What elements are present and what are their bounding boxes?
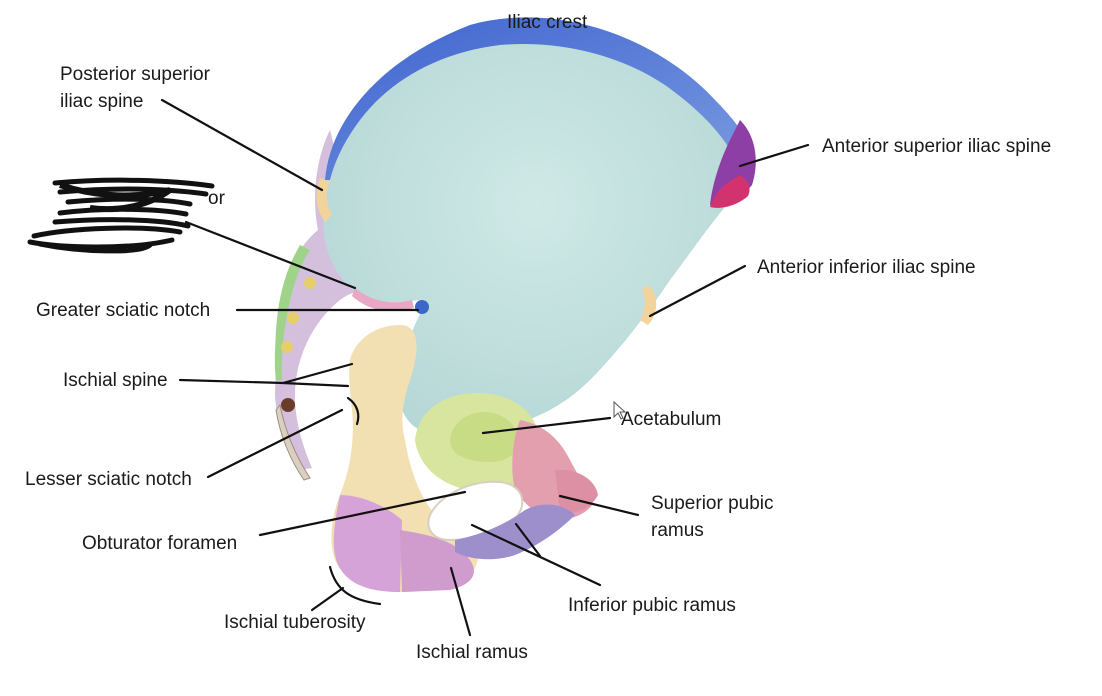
label-lesser-sciatic-notch: Lesser sciatic notch (25, 469, 192, 490)
label-anterior-superior-iliac-spine: Anterior superior iliac spine (822, 136, 1051, 157)
leader-ischial-spine-upper (178, 362, 354, 385)
label-superior-pubic-ramus-line1: Superior pubic (651, 493, 774, 514)
label-posterior-superior-iliac-spine-line1: Posterior superior (60, 64, 211, 85)
leader-superior-pubic-ramus (558, 494, 640, 517)
leader-ischial-ramus (449, 566, 472, 637)
label-acetabulum: Acetabulum (621, 409, 721, 430)
label-obturator-foramen: Obturator foramen (82, 533, 237, 554)
label-ischial-ramus: Ischial ramus (416, 642, 528, 663)
scribbled-label: or (27, 177, 357, 290)
label-ischial-spine: Ischial spine (63, 370, 168, 391)
label-ischial-tuberosity: Ischial tuberosity (224, 612, 366, 633)
spine-knob (281, 398, 295, 412)
ilium-body (322, 17, 749, 437)
leader-ischial-tuberosity (310, 586, 345, 612)
leader-anterior-inferior-iliac-spine (648, 264, 747, 318)
leader-acetabulum (481, 416, 612, 435)
label-greater-sciatic-notch: Greater sciatic notch (36, 300, 210, 321)
label-iliac-crest: Iliac crest (507, 12, 588, 33)
sacral-dot (287, 312, 299, 324)
ischial-tuberosity-bracket (328, 565, 382, 606)
sacral-dot (304, 277, 316, 289)
leader-inferior-pubic-ramus-1 (470, 523, 602, 587)
leader-obturator-foramen (258, 490, 467, 537)
sacral-dot (281, 341, 293, 353)
leader-posterior-superior-iliac-spine (160, 98, 324, 192)
posterior-green-strip (274, 245, 310, 380)
ischial-spine-spur (275, 403, 311, 481)
lesser-sciatic-notch-bracket (346, 396, 360, 426)
leader-inferior-pubic-ramus-2 (514, 522, 542, 558)
label-inferior-pubic-ramus: Inferior pubic ramus (568, 595, 736, 616)
pubic-tail (555, 469, 598, 513)
mouse-cursor-icon (613, 400, 627, 420)
iliac-crest-band (325, 17, 755, 180)
leader-ischial-spine-lower (281, 381, 350, 388)
greater-sciatic-notch-edge (352, 288, 414, 312)
ischial-ramus-region (400, 530, 474, 592)
inferior-pubic-ramus-region (455, 504, 575, 560)
ischial-tuberosity-region (333, 495, 402, 592)
label-anterior-inferior-iliac-spine: Anterior inferior iliac spine (757, 257, 976, 278)
acetabulum-fossa (450, 412, 518, 462)
notch-blue-dot (415, 300, 429, 314)
asis-tip (710, 175, 750, 208)
label-superior-pubic-ramus-line2: ramus (651, 520, 704, 541)
leader-lesser-sciatic-notch (206, 408, 344, 479)
leader-anterior-superior-iliac-spine (738, 143, 810, 168)
label-posterior-superior-iliac-spine-line2: iliac spine (60, 91, 143, 112)
scribbled-label-fragment: or (208, 188, 226, 209)
